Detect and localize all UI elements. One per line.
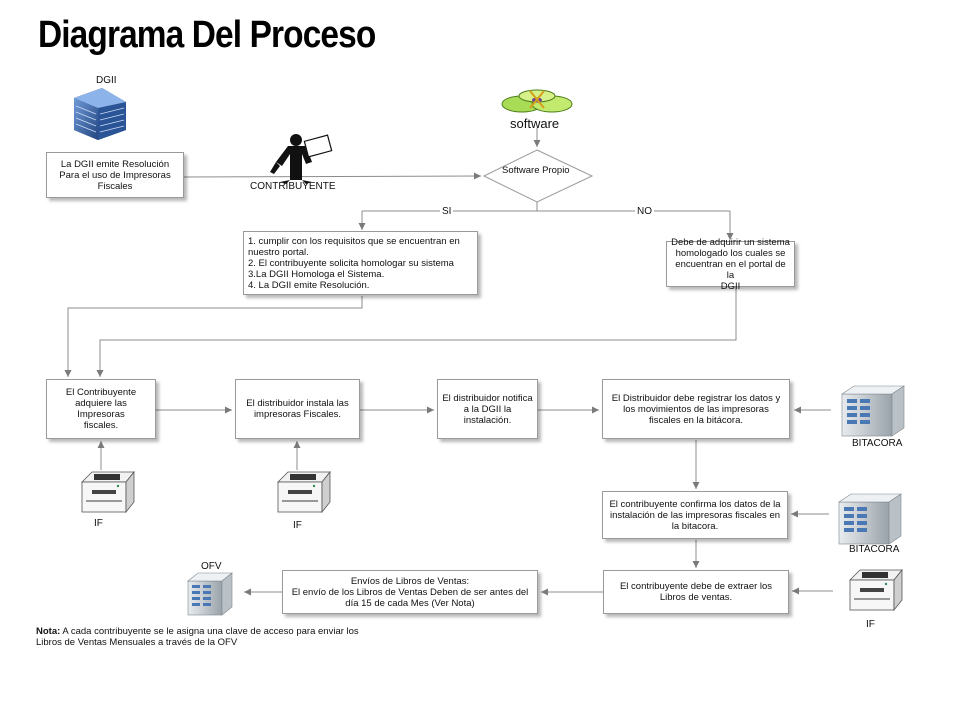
requisitos-text: 1. cumplir con los requisitos que se enc… [248, 235, 460, 291]
if-label: IF [293, 520, 302, 531]
distribuidor-instala-text: El distribuidor instala las impresoras F… [246, 398, 349, 420]
adquiere-impresoras-text: El Contribuyente adquiere las Impresoras… [65, 387, 137, 431]
distribuidor-notifica-box: El distribuidor notifica a la DGII la in… [437, 379, 538, 439]
extraer-libros-box: El contribuyente debe de extraer los Lib… [603, 570, 789, 614]
footnote: Nota: A cada contribuyente se le asigna … [36, 626, 376, 648]
fiscal-printer-icon [849, 568, 903, 612]
requisitos-box: 1. cumplir con los requisitos que se enc… [243, 231, 478, 295]
envios-libros-text: Envíos de Libros de Ventas: El envío de … [291, 575, 529, 609]
footnote-label: Nota: [36, 626, 61, 637]
server-tower-icon [187, 572, 233, 616]
adquirir-sistema-box: Debe de adquirir un sistema homologado l… [666, 237, 795, 292]
connector-resolucion-decision [183, 172, 482, 180]
resolucion-box: La DGII emite Resolución Para el uso de … [46, 152, 184, 198]
registrar-datos-text: El Distribuidor debe registrar los datos… [611, 392, 781, 426]
distribuidor-notifica-text: El distribuidor notifica a la DGII la in… [442, 392, 533, 426]
distribuidor-instala-box: El distribuidor instala las impresoras F… [235, 379, 360, 439]
office-building-icon [74, 88, 126, 140]
software-label: software [510, 116, 560, 131]
adquiere-impresoras-box: El Contribuyente adquiere las Impresoras… [46, 379, 156, 439]
fiscal-printer-icon [81, 470, 135, 514]
no-label: NO [635, 206, 654, 217]
si-label: SI [440, 206, 454, 217]
envios-libros-box: Envíos de Libros de Ventas: El envío de … [282, 570, 538, 614]
if-label: IF [94, 518, 103, 529]
ofv-label: OFV [201, 561, 222, 572]
connector-adquirir-adquiere [96, 287, 737, 377]
dgii-label: DGII [96, 75, 117, 86]
person-reading-icon [270, 134, 333, 184]
resolucion-text: La DGII emite Resolución Para el uso de … [59, 158, 171, 192]
fiscal-printer-icon [277, 470, 331, 514]
footnote-text: A cada contribuyente se le asigna una cl… [36, 626, 359, 648]
contribuyente-label: CONTRIBUYENTE [250, 181, 336, 192]
server-tower-icon [838, 493, 902, 545]
decision-diamond [482, 149, 594, 203]
decision-label: Software Propio [502, 165, 570, 176]
page-title: Diagrama Del Proceso [38, 14, 376, 56]
server-tower-icon [841, 385, 905, 437]
adquirir-sistema-text: Debe de adquirir un sistema homologado l… [671, 236, 790, 292]
confirma-datos-box: El contribuyente confirma los datos de l… [602, 491, 788, 539]
software-disc-icon [501, 89, 573, 113]
registrar-datos-box: El Distribuidor debe registrar los datos… [602, 379, 790, 439]
connector-requisitos-adquiere [64, 296, 363, 377]
extraer-libros-text: El contribuyente debe de extraer los Lib… [619, 581, 773, 603]
if-label: IF [866, 619, 875, 630]
bitacora-label: BITACORA [849, 544, 900, 555]
confirma-datos-text: El contribuyente confirma los datos de l… [609, 498, 781, 532]
bitacora-label: BITACORA [852, 438, 903, 449]
